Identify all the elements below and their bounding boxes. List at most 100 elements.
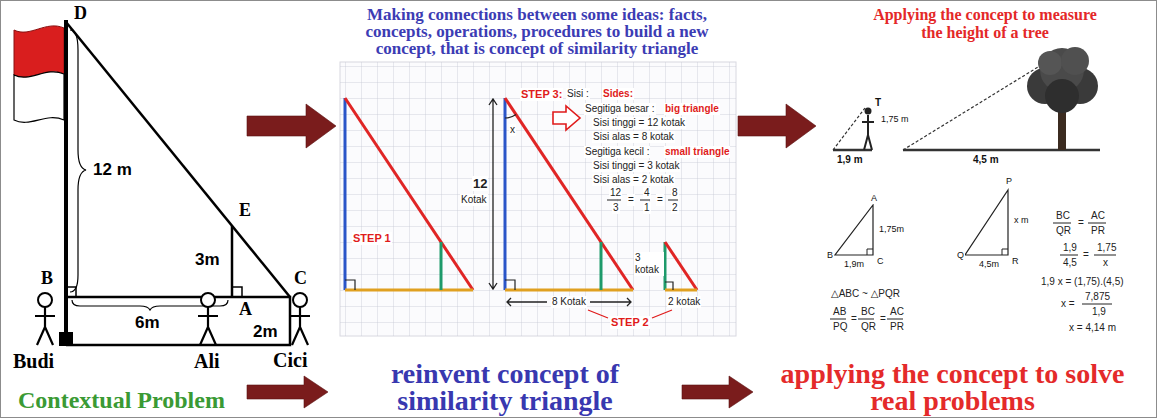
label-anchor: 7,875 bbox=[1084, 291, 1111, 303]
stage-caption: reinvent concept of similarity triangle bbox=[330, 360, 680, 418]
handwritten-note: = bbox=[879, 313, 887, 325]
handwritten-note: AC bbox=[889, 306, 905, 318]
panel-heading: Applying the concept to measure the heig… bbox=[865, 6, 1105, 42]
translation-note: Sides: bbox=[602, 88, 634, 100]
dimension-label: 2m bbox=[252, 322, 279, 342]
handwritten-note: Segitiga besar : bbox=[584, 103, 656, 115]
handwritten-note: 8 bbox=[671, 187, 679, 199]
person-name: Cici bbox=[272, 349, 308, 372]
handwritten-note: 7,875 bbox=[1084, 291, 1111, 303]
person-head bbox=[293, 293, 307, 307]
height-brace bbox=[70, 30, 86, 292]
handwritten-note: x = bbox=[1060, 298, 1076, 310]
concept-panel: Making connections between some ideas: f… bbox=[338, 4, 736, 338]
small-height bbox=[440, 242, 443, 290]
label-anchor: AC bbox=[1090, 210, 1106, 222]
dimension-label: 3m bbox=[194, 250, 221, 270]
man-head bbox=[865, 108, 872, 115]
label-anchor: △ABC ~ △PQR bbox=[830, 288, 901, 300]
point-label: A bbox=[238, 299, 253, 319]
right-angle-mark bbox=[345, 280, 673, 290]
handwritten-note: = bbox=[656, 194, 664, 206]
shadow-line bbox=[833, 149, 872, 152]
measure-label: C bbox=[876, 256, 885, 267]
measure-label: 1,9m bbox=[843, 259, 865, 270]
handwritten-note: AB bbox=[832, 306, 847, 318]
handwritten-note: PR bbox=[889, 321, 905, 333]
label-anchor: Ali bbox=[193, 350, 221, 373]
shadow-ray bbox=[833, 108, 865, 150]
label-anchor: 2 kotak bbox=[667, 296, 701, 308]
label-anchor: STEP 2 bbox=[610, 316, 650, 329]
label-anchor: PR bbox=[889, 321, 905, 333]
label-anchor: BC bbox=[1055, 210, 1071, 222]
label-anchor: small triangle bbox=[664, 146, 730, 158]
label-anchor: 12 bbox=[609, 187, 622, 199]
label-anchor: STEP 1 bbox=[352, 232, 392, 245]
handwritten-note: BC bbox=[1055, 210, 1071, 222]
label-anchor: x = 4,14 m bbox=[1068, 322, 1117, 334]
shadow-ray bbox=[903, 56, 1056, 150]
label-anchor: C bbox=[876, 256, 885, 267]
handwritten-note: Sisi tinggi = 3 kotak bbox=[592, 160, 680, 172]
measure-label: P bbox=[1005, 176, 1013, 187]
triangle-base bbox=[665, 289, 697, 292]
handwritten-note: QR bbox=[1055, 225, 1072, 237]
label-anchor: 1,9 bbox=[1091, 306, 1107, 318]
measure-label: A bbox=[870, 193, 878, 204]
label-anchor: B bbox=[826, 250, 834, 261]
grid-lines bbox=[340, 62, 736, 336]
label-anchor: Sisi alas = 2 kotak bbox=[592, 174, 675, 186]
flow-arrow bbox=[738, 104, 816, 148]
label-anchor: Cici bbox=[272, 349, 308, 372]
label-anchor: 1,9 x = (1,75).(4,5) bbox=[1040, 276, 1125, 288]
label-anchor: 12 bbox=[472, 176, 488, 191]
leader-line bbox=[588, 310, 672, 318]
label-anchor: = bbox=[1077, 217, 1085, 229]
label-anchor: PR bbox=[1090, 225, 1106, 237]
problem-panel: Contextual Problem bbox=[0, 0, 245, 418]
label-anchor: 8 bbox=[671, 187, 679, 199]
label-anchor: BC bbox=[860, 306, 876, 318]
label-anchor: QR bbox=[1055, 225, 1072, 237]
right-angle-mark bbox=[1002, 249, 1008, 255]
handwritten-note: 4,5 bbox=[1062, 257, 1078, 269]
triangle-hypotenuse bbox=[505, 98, 633, 290]
flow-arrow bbox=[247, 104, 336, 148]
label-anchor: B bbox=[40, 268, 54, 288]
triangle-pqr bbox=[965, 190, 1008, 255]
flow-arrow bbox=[682, 376, 753, 408]
handwritten-note: 1 bbox=[643, 202, 651, 214]
handwritten-note: 1,9 bbox=[1091, 306, 1107, 318]
height-arrow bbox=[489, 99, 497, 289]
tree-crown bbox=[1061, 47, 1089, 75]
person-name: Budi bbox=[12, 350, 55, 373]
translation-note: big triangle bbox=[664, 103, 720, 115]
label-anchor: 1,9 bbox=[1062, 242, 1078, 254]
ground-frame bbox=[66, 297, 290, 345]
dimension-label: 6m bbox=[134, 313, 161, 333]
measure-label: 1,75 m bbox=[880, 114, 910, 125]
label-anchor: 8 Kotak bbox=[551, 296, 587, 308]
point-label: C bbox=[293, 268, 308, 288]
triangle-height bbox=[344, 98, 347, 290]
handwritten-note: PR bbox=[1090, 225, 1106, 237]
handwritten-note: 4 bbox=[643, 187, 651, 199]
step-label: STEP 3: bbox=[520, 88, 563, 101]
handwritten-note: Kotak bbox=[460, 194, 488, 206]
label-anchor: R bbox=[1011, 256, 1020, 267]
label-anchor: Kotak bbox=[460, 194, 488, 206]
label-anchor: A bbox=[870, 193, 878, 204]
stage-caption-text: reinvent concept of similarity triangle bbox=[365, 360, 645, 414]
handwritten-note: QR bbox=[860, 321, 877, 333]
fraction-bar bbox=[607, 200, 1116, 319]
measure-label: B bbox=[826, 250, 834, 261]
translation-note: small triangle bbox=[664, 146, 730, 158]
flag-white bbox=[14, 72, 64, 123]
label-anchor: 1,9m bbox=[843, 259, 865, 270]
grid-paper bbox=[340, 62, 736, 336]
measure-label: T bbox=[874, 97, 882, 109]
label-anchor: QR bbox=[860, 321, 877, 333]
handwritten-note: 3 bbox=[612, 202, 620, 214]
